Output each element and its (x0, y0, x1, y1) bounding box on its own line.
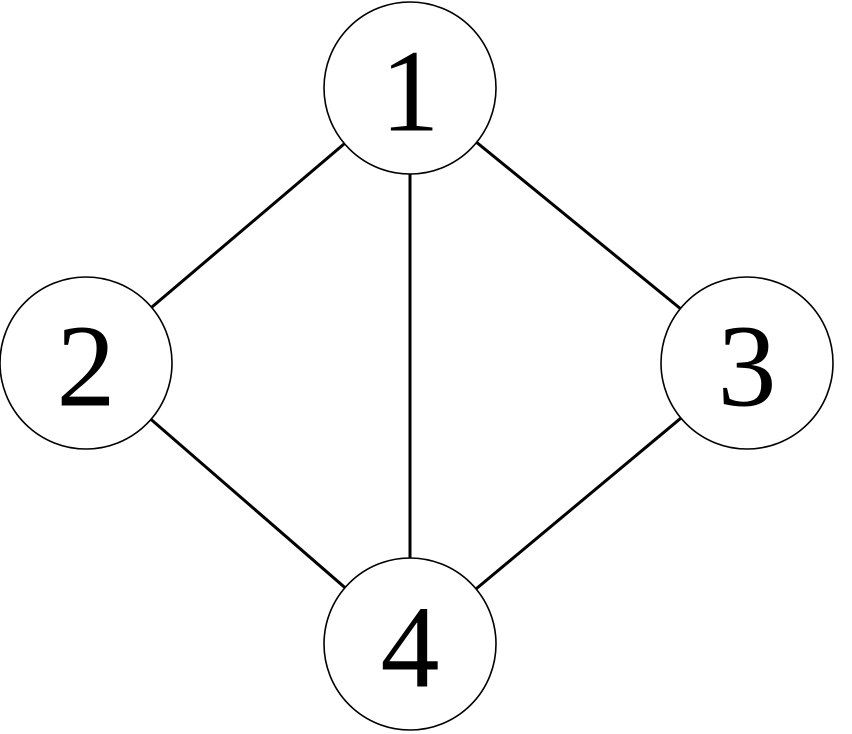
node-label-3: 3 (718, 300, 777, 431)
node-1: 1 (323, 1, 497, 175)
node-label-2: 2 (57, 300, 116, 431)
node-circle-4 (323, 557, 497, 731)
node-2: 2 (0, 276, 173, 450)
node-label-4: 4 (381, 581, 440, 712)
node-4: 4 (323, 557, 497, 731)
node-3: 3 (660, 276, 834, 450)
node-circle-1 (323, 1, 497, 175)
node-circle-2 (0, 276, 173, 450)
node-circle-3 (660, 276, 834, 450)
node-label-1: 1 (381, 25, 440, 156)
